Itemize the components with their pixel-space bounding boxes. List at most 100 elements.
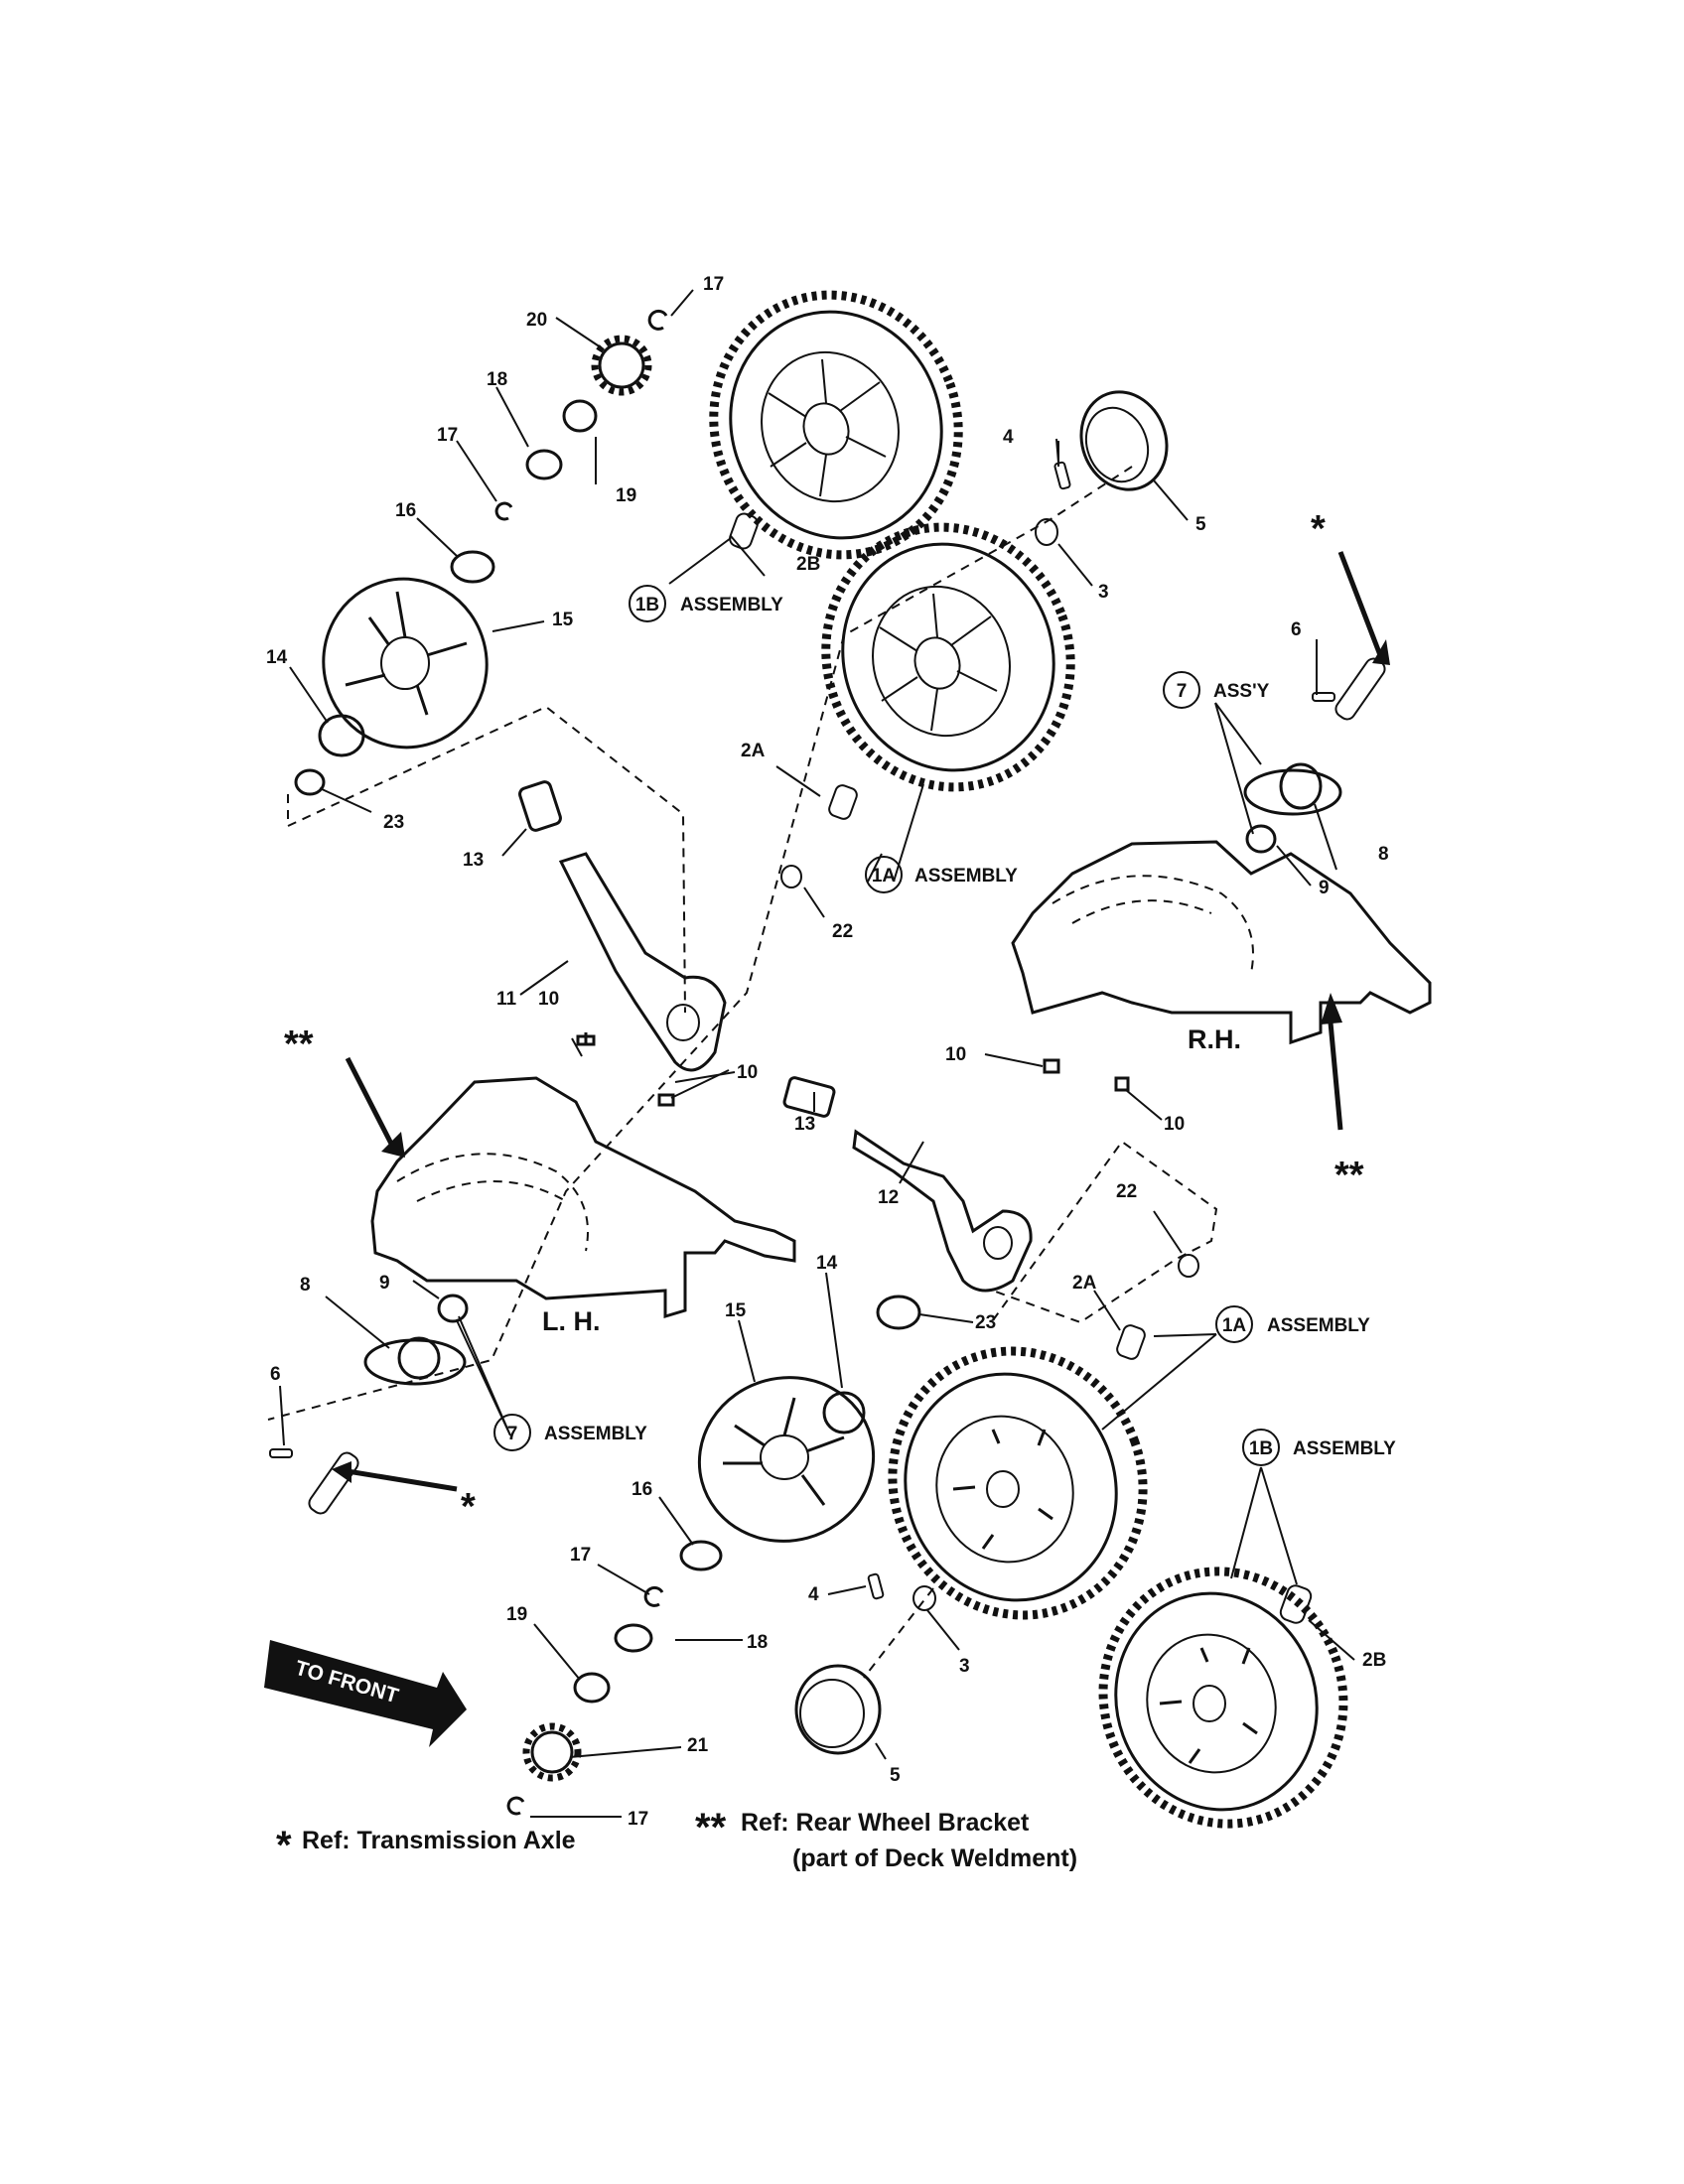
ring-14-bottom — [822, 1391, 866, 1434]
footnote-dstar-mark: ** — [695, 1806, 727, 1849]
pin-4-top — [1053, 461, 1071, 490]
label-2a: 2A — [741, 741, 766, 761]
washer-3-bottom — [912, 1585, 936, 1611]
axle-hole-12 — [983, 1226, 1013, 1260]
label-19: 19 — [616, 485, 636, 506]
axle-right — [1334, 657, 1386, 721]
ring-22-top — [780, 865, 802, 888]
label-14: 14 — [816, 1253, 838, 1274]
side-label-rh: R.H. — [1188, 1024, 1241, 1054]
side-label-lh: L. H. — [542, 1306, 601, 1336]
label-18: 18 — [747, 1632, 768, 1653]
washer-16-top — [450, 550, 495, 584]
label-14: 14 — [266, 647, 288, 668]
eclip-17-top — [647, 309, 668, 331]
label-6: 6 — [1291, 619, 1302, 640]
label-5: 5 — [890, 1765, 901, 1786]
wheel-1a-top — [821, 522, 1075, 792]
label-12: 12 — [878, 1187, 899, 1208]
label-2b: 2B — [796, 554, 820, 575]
marker-dstar-right: ** — [1334, 1155, 1364, 1196]
lever-12 — [852, 1129, 1033, 1293]
pin-6-right — [1312, 692, 1335, 702]
marker-star-bottom: * — [461, 1486, 476, 1528]
label-4: 4 — [1003, 427, 1014, 448]
lever-11 — [558, 852, 727, 1072]
wheel-1b-bottom — [1098, 1567, 1348, 1829]
label-21: 21 — [687, 1735, 709, 1756]
washer-9-left — [437, 1294, 469, 1323]
assembly-1a-bottom: ASSEMBLY — [1267, 1315, 1370, 1336]
to-front-arrow: TO FRONT — [264, 1640, 467, 1747]
callout-1a-top: 1A — [872, 866, 897, 887]
callout-7-right: 7 — [1177, 681, 1188, 702]
ring-23-top — [294, 768, 326, 796]
label-15: 15 — [725, 1300, 747, 1321]
label-4: 4 — [808, 1584, 819, 1605]
assy-7-right: ASS'Y — [1213, 681, 1270, 702]
marker-dstar-left: ** — [284, 1024, 314, 1065]
eclip-17-bottom1 — [643, 1585, 664, 1607]
assembly-1b-top: ASSEMBLY — [680, 595, 783, 615]
washer-3-top — [1035, 518, 1058, 546]
label-10: 10 — [1164, 1114, 1185, 1135]
label-10: 10 — [737, 1062, 758, 1083]
footnote-star-text: Ref: Transmission Axle — [302, 1827, 576, 1854]
footnote-dstar-text: Ref: Rear Wheel Bracket — [741, 1809, 1030, 1837]
knob-13-bottom — [782, 1076, 836, 1118]
label-17: 17 — [628, 1809, 648, 1830]
washer-19-bottom — [573, 1672, 611, 1704]
label-18: 18 — [487, 369, 507, 390]
label-17: 17 — [703, 274, 724, 295]
hubcap-5-bottom — [794, 1664, 882, 1755]
label-10: 10 — [945, 1044, 966, 1065]
dashed-outline-top-left — [287, 705, 686, 1014]
label-8: 8 — [300, 1275, 311, 1296]
knob-13-top — [518, 780, 562, 832]
wheel-1b-top — [709, 290, 963, 560]
callout-1a-bottom: 1A — [1222, 1315, 1247, 1336]
label-13: 13 — [463, 850, 484, 871]
label-23: 23 — [975, 1312, 996, 1333]
assembly-7-left: ASSEMBLY — [544, 1424, 647, 1444]
drive-disc-15-bottom — [697, 1376, 876, 1543]
dashed-outline-bottom — [992, 1140, 1218, 1324]
label-3: 3 — [1098, 582, 1109, 603]
label-9: 9 — [379, 1273, 390, 1294]
footnote-star-mark: * — [276, 1824, 292, 1867]
bearing-18-top — [525, 449, 563, 480]
label-20: 20 — [526, 310, 547, 331]
axis-line-bottom — [863, 1587, 934, 1679]
label-15: 15 — [552, 610, 574, 630]
callout-1b-bottom: 1B — [1249, 1438, 1273, 1459]
axle-left — [308, 1451, 359, 1515]
arrows — [332, 551, 1390, 1492]
bolt-10-d — [1114, 1076, 1130, 1092]
label-23: 23 — [383, 812, 404, 833]
hubcap-5-top — [1079, 390, 1169, 491]
assembly-1b-bottom: ASSEMBLY — [1293, 1438, 1396, 1459]
bracket-lh — [370, 1076, 796, 1319]
bushing-2a-top — [828, 784, 858, 820]
eclip-17-top2 — [494, 501, 513, 521]
bushing-2b-bottom — [1279, 1584, 1313, 1624]
label-8: 8 — [1378, 844, 1389, 865]
label-9: 9 — [1319, 878, 1330, 898]
bushing-2b-top — [729, 512, 759, 550]
leader-lines — [279, 289, 1355, 1818]
label-17: 17 — [437, 425, 458, 446]
assembly-1a-top: ASSEMBLY — [914, 866, 1018, 887]
footnote-dstar-sub: (part of Deck Weldment) — [792, 1844, 1077, 1872]
callouts: 1B ASSEMBLY 1A ASSEMBLY 7 ASS'Y 7 ASSEMB… — [493, 585, 1396, 1466]
bolt-10-a — [576, 1032, 596, 1046]
bracket-rh — [1011, 840, 1432, 1045]
label-13: 13 — [794, 1114, 815, 1135]
marker-star-top: * — [1311, 508, 1326, 550]
washer-9-right — [1245, 824, 1277, 854]
label-6: 6 — [270, 1364, 281, 1385]
ring-22-bottom — [1178, 1254, 1199, 1278]
axis-line-top — [267, 466, 1133, 1421]
label-5: 5 — [1195, 514, 1206, 535]
label-2a: 2A — [1072, 1273, 1097, 1294]
bolt-10-b — [657, 1093, 675, 1107]
